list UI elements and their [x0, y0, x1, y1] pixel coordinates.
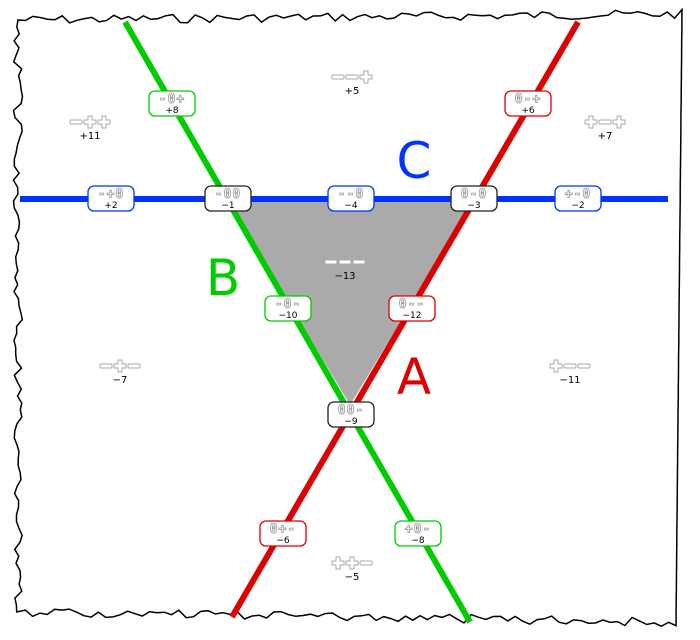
plus-icon	[584, 115, 598, 129]
badge-value: −9	[344, 417, 358, 427]
badge-b-top: -0++8	[148, 90, 196, 117]
badge-signs: 0-+	[515, 92, 541, 107]
plus-icon	[549, 359, 563, 373]
plus-icon	[359, 70, 373, 84]
minus-icon	[127, 363, 141, 369]
region-top: +5	[331, 70, 373, 97]
badge-c-right: +-0−2	[554, 185, 602, 212]
region-center: −13	[324, 259, 366, 282]
badge-a-top: 0-++6	[504, 90, 552, 117]
badge-b-mid: -0-−10	[264, 295, 312, 322]
badge-a-bottom: 0+-−6	[259, 520, 307, 547]
plus-icon	[331, 556, 345, 570]
badge-signs: 0+-	[270, 522, 296, 537]
badge-signs: 00-	[338, 403, 364, 418]
region-top-right: +7	[584, 115, 626, 142]
badge-c-mid: --0−4	[327, 185, 375, 212]
minus-icon	[359, 560, 373, 566]
badge-value: −3	[467, 201, 480, 211]
minus-icon	[99, 363, 113, 369]
plus-icon	[113, 359, 127, 373]
region-top-left: +11	[69, 115, 111, 142]
minus-icon	[338, 259, 352, 265]
plus-icon	[345, 556, 359, 570]
region-value: +7	[598, 131, 613, 142]
minus-icon	[345, 74, 359, 80]
line-c-label: C	[397, 132, 432, 190]
badge-value: −8	[411, 536, 425, 546]
badge-value: +2	[104, 201, 117, 211]
region-value: −11	[559, 375, 580, 386]
region-value: +11	[79, 131, 100, 142]
plus-icon	[83, 115, 97, 129]
minus-icon	[563, 363, 577, 369]
badge-signs: -0+	[159, 92, 185, 107]
region-value: −7	[113, 375, 128, 386]
negative-triangle-region	[227, 199, 475, 405]
badge-a-mid: 0--−12	[388, 295, 436, 322]
badge-bc: -00−1	[204, 185, 252, 212]
region-value: −13	[334, 271, 355, 282]
badge-value: −10	[279, 311, 298, 321]
badge-ac: 0-0−3	[450, 185, 498, 212]
badge-signs: -+0	[98, 187, 124, 202]
region-bottom: −5	[331, 556, 373, 583]
minus-icon	[577, 363, 591, 369]
badge-signs: +-0	[565, 187, 591, 202]
badge-signs: -00	[215, 187, 241, 202]
badge-ab: 00-−9	[327, 401, 375, 428]
minus-icon	[598, 119, 612, 125]
minus-icon	[331, 74, 345, 80]
badge-value: −1	[221, 201, 234, 211]
line-b-label: B	[206, 249, 240, 307]
badge-signs: -0-	[275, 297, 301, 312]
badge-value: −12	[403, 311, 422, 321]
plus-icon	[97, 115, 111, 129]
region-value: −5	[345, 572, 360, 583]
region-left: −7	[99, 359, 141, 386]
badge-signs: +0-	[405, 522, 431, 537]
badge-value: −6	[276, 536, 290, 546]
badge-value: +8	[165, 106, 179, 116]
plus-icon	[612, 115, 626, 129]
minus-icon	[324, 259, 338, 265]
badge-value: +6	[521, 106, 535, 116]
badge-c-left: -+0+2	[87, 185, 135, 212]
badge-b-bottom: +0-−8	[394, 520, 442, 547]
minus-icon	[352, 259, 366, 265]
badge-value: −2	[571, 201, 584, 211]
badge-value: −4	[344, 201, 358, 211]
minus-icon	[69, 119, 83, 125]
line-a-label: A	[397, 348, 431, 406]
region-value: +5	[345, 86, 360, 97]
badge-signs: 0-0	[461, 187, 487, 202]
badge-signs: --0	[338, 187, 364, 202]
region-right: −11	[549, 359, 591, 386]
badge-signs: 0--	[399, 297, 425, 312]
